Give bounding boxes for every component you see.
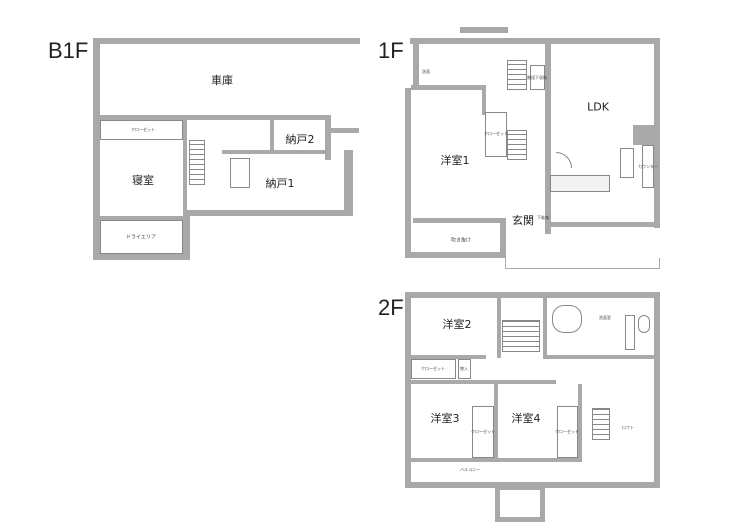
wall bbox=[100, 115, 330, 120]
b1f-closet bbox=[100, 120, 183, 140]
f2-loft-label: ロフト bbox=[622, 425, 634, 430]
f2-balcony-label: バルコニー bbox=[460, 467, 480, 472]
wall bbox=[543, 355, 654, 359]
wall bbox=[497, 298, 501, 358]
b1f-bedroom-label: 寝室 bbox=[132, 174, 154, 187]
f1-label: 1F bbox=[378, 38, 404, 63]
f1-void-label: 吹き抜け bbox=[450, 237, 472, 244]
wall bbox=[633, 125, 654, 145]
f1-kitchen-counter bbox=[550, 175, 610, 192]
wall bbox=[545, 44, 551, 234]
wall bbox=[405, 88, 411, 258]
f1-island bbox=[620, 148, 634, 178]
wall bbox=[460, 27, 508, 33]
wall bbox=[411, 85, 486, 90]
wall bbox=[93, 38, 100, 260]
b1f-garage-label: 車庫 bbox=[211, 74, 233, 87]
b1f-dry-area bbox=[100, 220, 183, 254]
f1-stairs-upper bbox=[507, 60, 527, 90]
f2-sink bbox=[625, 315, 635, 350]
f2-bathtub bbox=[552, 305, 582, 333]
f2-linen-label: 物入 bbox=[460, 366, 468, 371]
wall bbox=[654, 38, 660, 228]
wall bbox=[331, 128, 359, 133]
f2-western3-label: 洋室3 bbox=[430, 412, 460, 425]
f1-ldk-label: LDK bbox=[587, 100, 609, 114]
wall bbox=[93, 254, 190, 260]
wall bbox=[494, 384, 498, 460]
b1f-cabinet bbox=[230, 158, 250, 188]
f1-washroom-label: 洗面 bbox=[422, 69, 430, 74]
f2-closet3-label: クローゼット bbox=[471, 429, 495, 434]
wall bbox=[411, 458, 581, 462]
b1f-dry-area-label: ドライエリア bbox=[126, 234, 156, 241]
f2-linen bbox=[458, 359, 471, 379]
b1f-closet-label: クローゼット bbox=[131, 127, 155, 132]
wall bbox=[183, 210, 353, 216]
wall bbox=[411, 355, 486, 359]
f2-label: 2F bbox=[378, 295, 404, 320]
wall bbox=[405, 252, 505, 258]
f2-washroom-label: 洗面室 bbox=[599, 315, 611, 320]
wall bbox=[183, 214, 190, 260]
wall bbox=[410, 38, 660, 44]
f1-closet bbox=[485, 112, 507, 157]
wall bbox=[413, 218, 505, 223]
wall bbox=[482, 85, 486, 115]
b1f-stairs bbox=[189, 140, 205, 185]
b1f-storage2-label: 納戸2 bbox=[285, 133, 315, 146]
wall bbox=[550, 222, 660, 227]
f1-western1-label: 洋室1 bbox=[440, 154, 470, 167]
f2-loft-ladder bbox=[592, 408, 610, 440]
wall bbox=[500, 218, 506, 258]
wall bbox=[578, 384, 582, 462]
f1-counter-label: カウンター bbox=[638, 164, 658, 169]
wall bbox=[654, 292, 660, 488]
b1f-label: B1F bbox=[48, 38, 89, 63]
f2-western4-label: 洋室4 bbox=[511, 412, 541, 425]
f1-stairs-lower bbox=[507, 130, 527, 160]
f2-stairs bbox=[502, 320, 540, 352]
wall bbox=[325, 115, 331, 160]
wall bbox=[222, 150, 330, 154]
b1f-storage1-label: 納戸1 bbox=[265, 177, 295, 190]
f2-lower-balcony bbox=[495, 485, 545, 522]
f1-door bbox=[556, 152, 572, 168]
wall bbox=[405, 292, 411, 488]
f2-western2-label: 洋室2 bbox=[442, 318, 472, 331]
f2-toilet bbox=[638, 315, 650, 333]
f1-porch bbox=[505, 258, 660, 269]
f1-closet-label: クローゼット bbox=[484, 131, 508, 136]
f1-under-stairs-label: 階段下収納 bbox=[527, 75, 547, 80]
wall bbox=[543, 298, 547, 358]
f2-closet4 bbox=[557, 406, 578, 458]
wall bbox=[100, 216, 183, 220]
wall bbox=[270, 118, 274, 152]
f1-entrance-label: 玄関 bbox=[512, 214, 534, 227]
f2-closet3 bbox=[472, 406, 494, 458]
wall bbox=[344, 150, 353, 216]
f1-shoe-label: 下駄箱 bbox=[537, 215, 549, 220]
f2-closet-a bbox=[411, 359, 456, 379]
f2-closet-a-label: クローゼット bbox=[421, 366, 445, 371]
wall bbox=[405, 292, 660, 298]
wall bbox=[411, 380, 556, 384]
f1-counter bbox=[642, 145, 654, 188]
wall bbox=[413, 38, 419, 88]
wall bbox=[183, 120, 187, 210]
f1-under-stairs bbox=[530, 65, 545, 90]
f2-closet4-label: クローゼット bbox=[555, 429, 579, 434]
wall bbox=[93, 38, 360, 44]
